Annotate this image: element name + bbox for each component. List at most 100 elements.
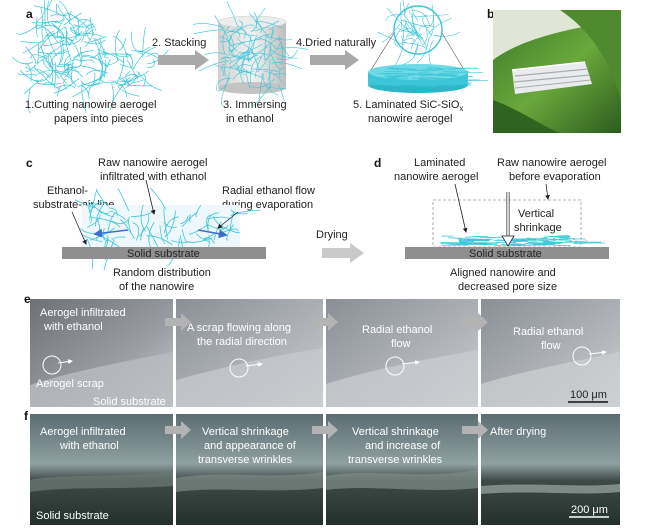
nanowire-strand — [111, 236, 126, 241]
f-p1-line1: Aerogel infiltrated — [40, 426, 126, 438]
nanowire-strand — [228, 36, 235, 52]
nanowire-strand — [230, 41, 245, 53]
nanowire-strand — [57, 4, 74, 27]
nanowire-strand — [230, 209, 261, 216]
nanowire-strand — [223, 59, 226, 76]
nanowire-strand — [408, 10, 428, 18]
nanowire-strand — [79, 65, 101, 73]
nanowire-strand — [35, 15, 44, 30]
nanowire-strand — [96, 190, 109, 207]
nanowire-strand — [69, 26, 84, 36]
nanowire-strand — [427, 67, 442, 69]
nanowire-strand — [428, 17, 452, 35]
f-p2-line2: and appearance of — [204, 440, 297, 452]
nanowire-strand — [117, 188, 130, 211]
nanowire-strand — [216, 72, 230, 92]
nanowire-strand — [118, 38, 126, 51]
nanowire-strand — [109, 83, 114, 111]
nanowire-strand — [37, 24, 59, 44]
nanowire-strand — [54, 16, 65, 23]
nanowire-strand — [192, 23, 225, 29]
nanowire-strand — [55, 72, 77, 87]
nanowire-strand — [222, 25, 230, 54]
nanowire-strand — [443, 71, 461, 73]
nanowire-strand — [207, 216, 231, 220]
nanowire-strand — [434, 79, 455, 81]
step3-label-line2: in ethanol — [226, 113, 274, 125]
nanowire-strand — [204, 52, 230, 56]
nanowire-strand — [237, 51, 253, 61]
nanowire-strand — [33, 65, 43, 75]
nanowire-strand — [253, 33, 271, 41]
nanowire-strand — [257, 37, 277, 50]
nanowire-strand — [98, 210, 110, 214]
nanowire-strand — [447, 85, 459, 87]
step1-label-line2: papers into pieces — [54, 113, 144, 125]
nanowire-strand — [236, 20, 243, 33]
c-random-line1: Random distribution — [113, 267, 211, 279]
nanowire-strand — [163, 221, 177, 228]
nanowire-strand — [213, 221, 222, 241]
nanowire-strand — [76, 19, 91, 23]
d-vert-line1: Vertical — [518, 208, 554, 220]
nanowire-strand — [104, 58, 119, 66]
nanowire-strand — [180, 215, 189, 225]
nanowire-strand — [237, 66, 244, 84]
nanowire-strand — [27, 89, 31, 114]
nanowire-strand — [238, 44, 262, 54]
nanowire-strand — [554, 239, 569, 241]
nanowire-strand — [37, 82, 62, 85]
nanowire-strand — [81, 82, 87, 113]
nanowire-strand — [195, 204, 202, 217]
nanowire-strand — [48, 49, 67, 68]
nanowire-strand — [142, 74, 146, 87]
nanowire-strand — [408, 74, 439, 76]
nanowire-strand — [58, 0, 72, 21]
nanowire-strand — [66, 37, 82, 64]
nanowire-strand — [84, 32, 95, 48]
nanowire-strand — [270, 25, 274, 38]
c-random-line2: of the nanowire — [119, 281, 194, 293]
nanowire-strand — [111, 77, 131, 102]
nanowire-strand — [31, 20, 59, 24]
c-pointer-line — [71, 211, 87, 245]
f-arrow-3 — [462, 421, 488, 439]
nanowire-strand — [193, 29, 225, 35]
f-p1-line2: with ethanol — [59, 440, 119, 452]
nanowire-strand — [25, 46, 36, 64]
nanowire-strand — [558, 238, 576, 240]
nanowire-strand — [207, 224, 229, 230]
nanowire-strand — [220, 56, 232, 63]
nanowire-strand — [82, 56, 97, 59]
nanowire-strand — [246, 55, 258, 61]
nanowire-strand — [372, 81, 388, 83]
nanowire-strand — [89, 227, 116, 241]
nanowire-strand — [81, 234, 103, 242]
nanowire-strand — [384, 75, 409, 78]
nanowire-strand — [65, 43, 72, 61]
nanowire-strand — [186, 237, 213, 243]
e-scrap-arrow-4 — [588, 349, 607, 355]
nanowire-strand — [384, 70, 403, 73]
panel-label-f: f — [24, 409, 29, 423]
c-substrate-label: Solid substrate — [127, 248, 200, 260]
e-arrow-3 — [462, 313, 488, 331]
step1-label-line1: 1.Cutting nanowire aerogel — [25, 99, 156, 111]
c-raw-line2: infiltrated with ethanol — [100, 171, 206, 183]
f-arrow-2 — [312, 421, 338, 439]
nanowire-strand — [120, 219, 135, 239]
c-raw-line1: Raw nanowire aerogel — [98, 157, 207, 169]
d-solid-substrate — [405, 247, 609, 259]
nanowire-strand — [42, 31, 55, 42]
nanowire-strand — [114, 30, 120, 62]
nanowire-strand — [51, 62, 75, 67]
laminated-aerogel-graphic — [368, 0, 489, 93]
nanowire-strand — [117, 85, 140, 97]
nanowire-strand — [229, 24, 255, 38]
nanowire-strand — [424, 14, 449, 17]
nanowire-strand — [386, 7, 408, 31]
nanowire-strand — [527, 241, 546, 244]
nanowire-strand — [386, 67, 414, 70]
e-p2-line2: the radial direction — [197, 336, 287, 348]
